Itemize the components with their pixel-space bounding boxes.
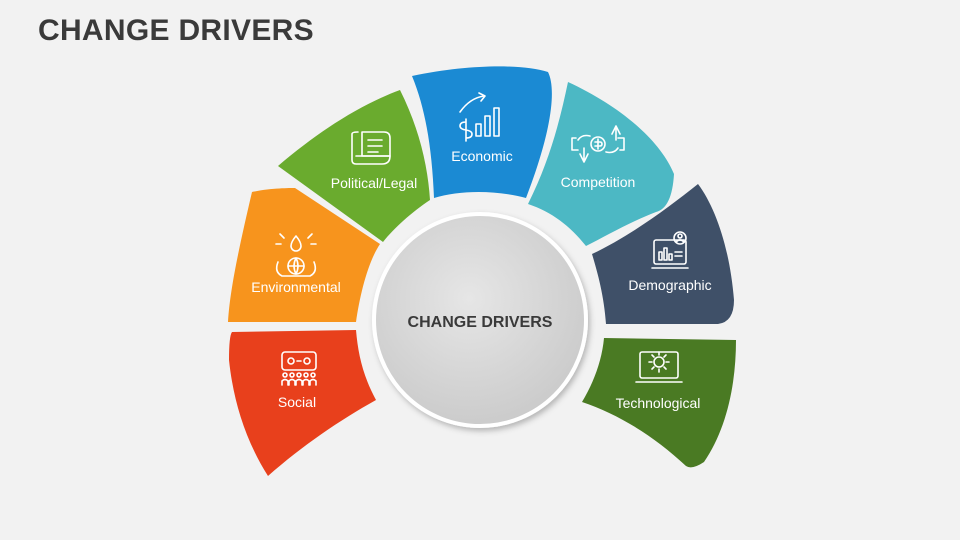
growth-chart-icon bbox=[459, 92, 500, 142]
segment-label-economic: Economic bbox=[451, 148, 512, 164]
segment-political-legal bbox=[278, 90, 430, 242]
legal-scroll-icon bbox=[351, 131, 391, 165]
segment-environmental bbox=[228, 188, 380, 322]
environment-globe-icon bbox=[275, 233, 317, 277]
segment-label-technological: Technological bbox=[616, 395, 701, 411]
segment-social bbox=[229, 330, 376, 476]
segment-label-competition: Competition bbox=[561, 174, 636, 190]
segment-label-environmental: Environmental bbox=[251, 279, 341, 295]
segment-technological bbox=[582, 338, 736, 468]
segment-label-demographic: Demographic bbox=[628, 277, 711, 293]
segment-label-political-legal: Political/Legal bbox=[331, 175, 417, 191]
exchange-hands-icon bbox=[571, 125, 625, 163]
center-label: CHANGE DRIVERS bbox=[408, 314, 553, 331]
page-title: CHANGE DRIVERS bbox=[38, 14, 314, 47]
laptop-gear-icon bbox=[635, 351, 683, 383]
center-circle bbox=[372, 212, 588, 428]
segment-economic bbox=[412, 66, 552, 198]
social-network-icon bbox=[281, 351, 317, 386]
segment-label-social: Social bbox=[278, 394, 316, 410]
analytics-monitor-icon bbox=[651, 231, 689, 269]
segment-demographic bbox=[592, 184, 734, 324]
segment-competition bbox=[528, 82, 674, 246]
